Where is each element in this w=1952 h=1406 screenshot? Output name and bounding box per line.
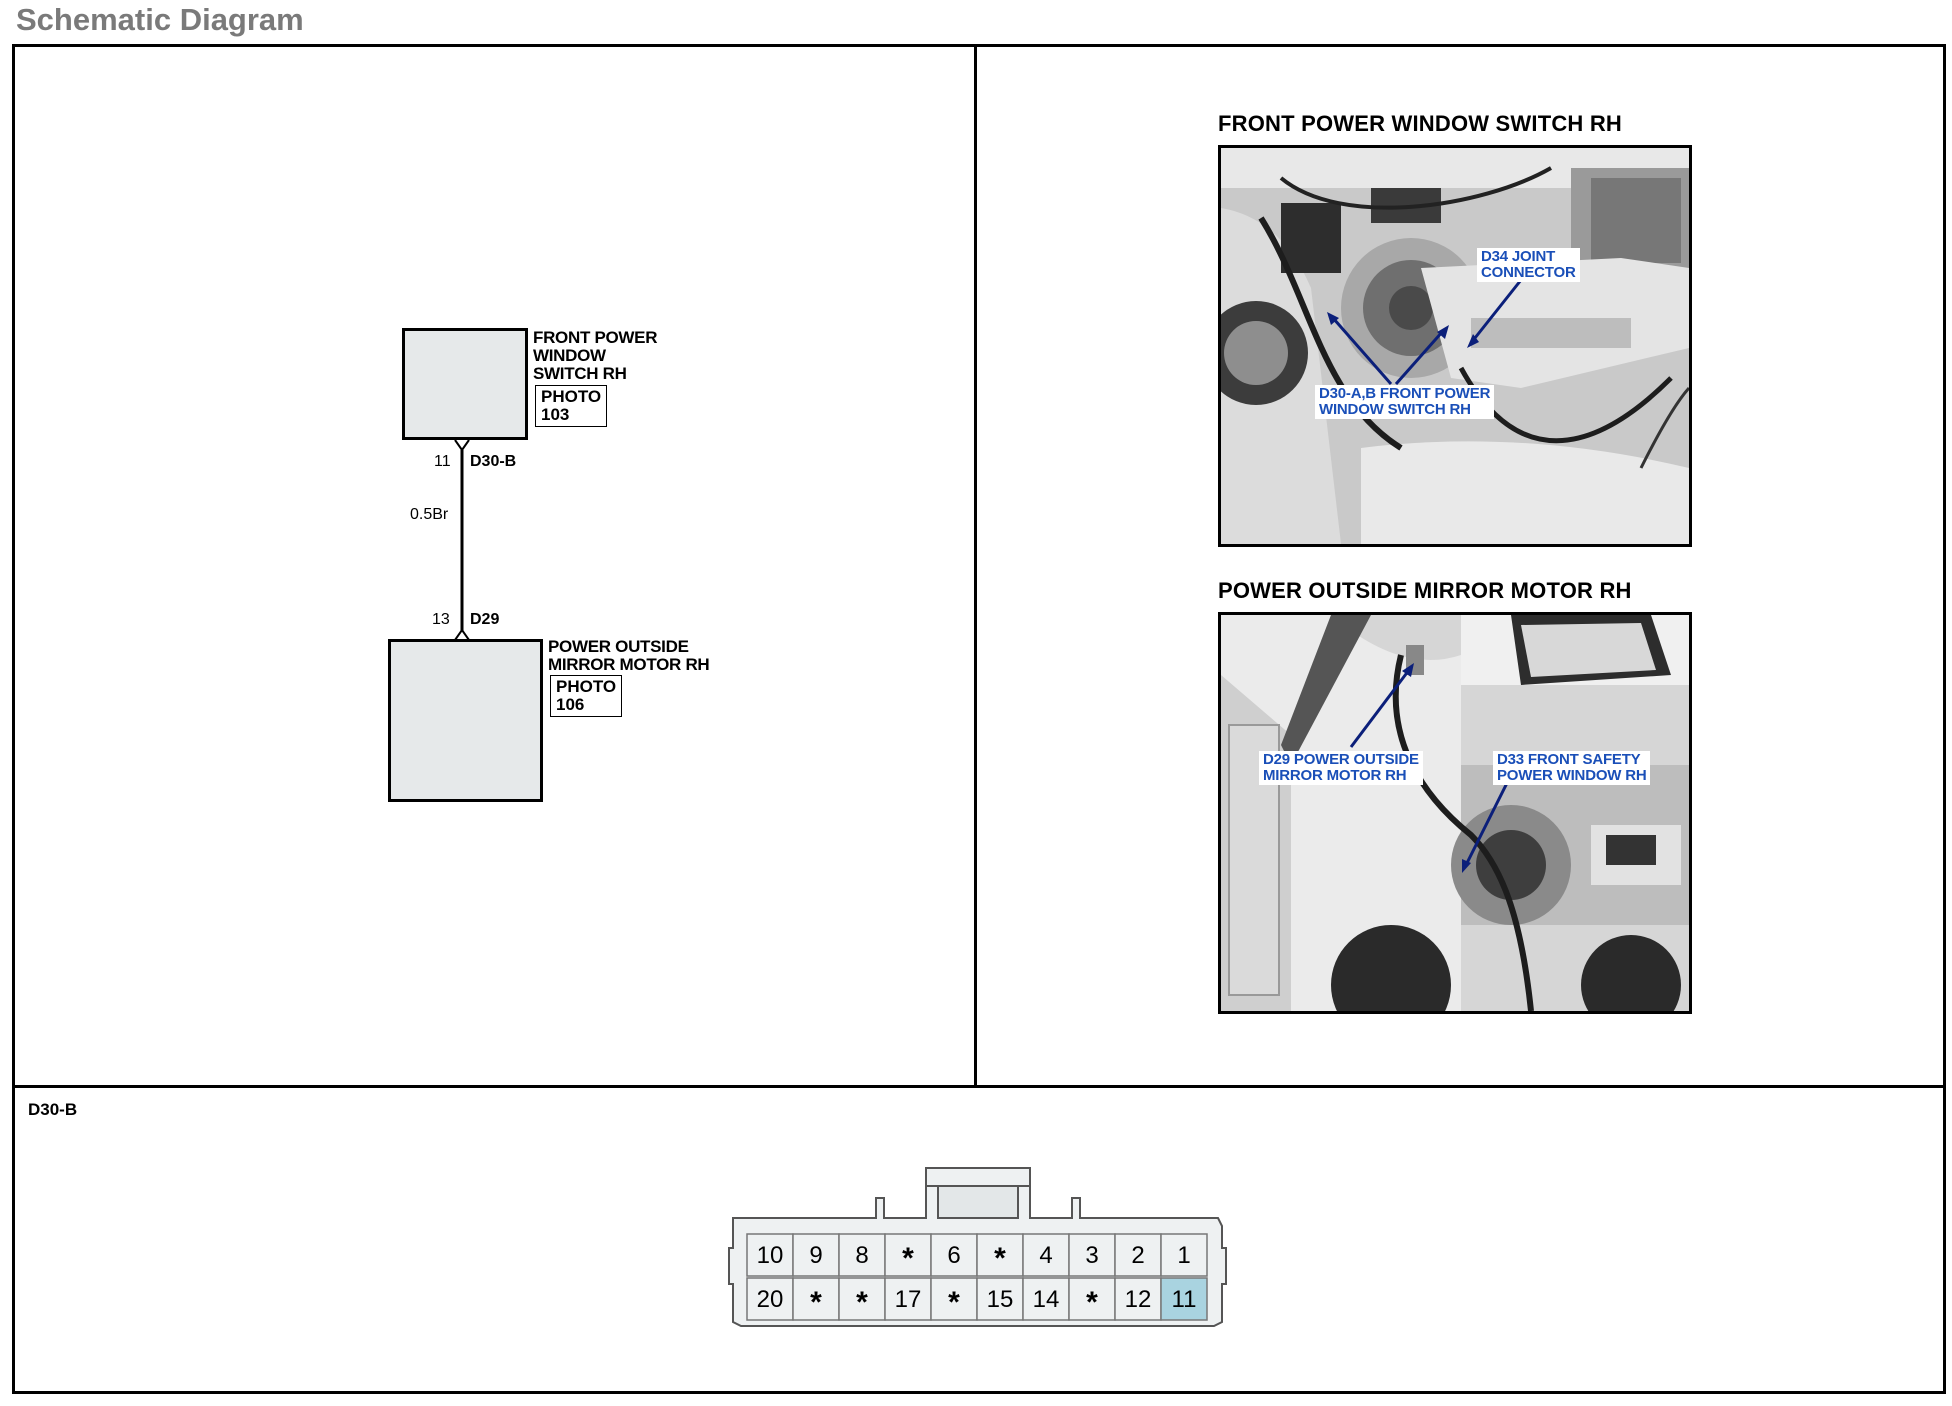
top-pin-number: 11 bbox=[434, 453, 451, 470]
pin-cell[interactable] bbox=[1114, 1233, 1162, 1277]
pin-number-label: 11 bbox=[1172, 1286, 1197, 1313]
front-power-window-switch-label: FRONT POWER WINDOW SWITCH RH bbox=[533, 328, 658, 383]
photo-title-mirror-motor: POWER OUTSIDE MIRROR MOTOR RH bbox=[1218, 578, 1632, 603]
vertical-divider bbox=[974, 44, 977, 1088]
callout-d33-front-safety-power-window: D33 FRONT SAFETY POWER WINDOW RH bbox=[1493, 751, 1651, 785]
pin-cell[interactable] bbox=[930, 1277, 978, 1321]
photo-ref-number: 106 bbox=[556, 695, 585, 714]
photo-title-window-switch: FRONT POWER WINDOW SWITCH RH bbox=[1218, 111, 1622, 136]
photo-ref-word: PHOTO bbox=[541, 387, 602, 406]
callout-line: D29 POWER OUTSIDE bbox=[1263, 751, 1419, 768]
callout-line: POWER WINDOW RH bbox=[1497, 767, 1647, 784]
diagram-frame bbox=[12, 44, 1946, 1394]
pin-number-label: 2 bbox=[1131, 1242, 1144, 1269]
front-power-window-switch-box[interactable] bbox=[402, 328, 528, 440]
horizontal-divider bbox=[12, 1085, 1946, 1088]
callout-line: CONNECTOR bbox=[1481, 264, 1576, 281]
pin-cell[interactable] bbox=[930, 1233, 978, 1277]
pin-number-label: 14 bbox=[1033, 1286, 1060, 1313]
label-line: MIRROR MOTOR RH bbox=[548, 655, 710, 674]
unused-pin-label: * bbox=[902, 1242, 914, 1275]
callout-d34-joint-connector: D34 JOINT CONNECTOR bbox=[1477, 248, 1580, 282]
top-connector-id: D30-B bbox=[470, 453, 517, 470]
door-frame-illustration bbox=[1221, 615, 1689, 1011]
unused-pin-label: * bbox=[948, 1286, 960, 1319]
photo-ref-word: PHOTO bbox=[556, 677, 617, 696]
label-line: FRONT POWER bbox=[533, 328, 658, 347]
photo-103-reference[interactable]: PHOTO 103 bbox=[535, 385, 608, 427]
bottom-connector-id: D29 bbox=[470, 611, 500, 628]
wire-spec: 0.5Br bbox=[410, 506, 449, 523]
pin-cell[interactable] bbox=[1068, 1277, 1116, 1321]
pin-cell[interactable] bbox=[1068, 1233, 1116, 1277]
pin-cell[interactable] bbox=[1022, 1233, 1070, 1277]
power-outside-mirror-motor-label: POWER OUTSIDE MIRROR MOTOR RH bbox=[548, 637, 710, 674]
pin-cell[interactable] bbox=[976, 1233, 1024, 1277]
pin-cell[interactable] bbox=[746, 1277, 794, 1321]
pin-cell[interactable] bbox=[884, 1233, 932, 1277]
pin-cell[interactable] bbox=[792, 1277, 840, 1321]
label-line: WINDOW bbox=[533, 346, 606, 365]
pin-cell[interactable] bbox=[838, 1233, 886, 1277]
pin-number-label: 3 bbox=[1085, 1242, 1098, 1269]
pin-number-label: 8 bbox=[855, 1242, 868, 1269]
unused-pin-label: * bbox=[856, 1286, 868, 1319]
window-switch-photo[interactable]: D34 JOINT CONNECTOR D30-A,B FRONT POWER … bbox=[1218, 145, 1692, 547]
callout-line: D33 FRONT SAFETY bbox=[1497, 751, 1641, 768]
pin-cell[interactable] bbox=[884, 1277, 932, 1321]
pin-number-label: 10 bbox=[757, 1242, 784, 1269]
unused-pin-label: * bbox=[1086, 1286, 1098, 1319]
photo-ref-number: 103 bbox=[541, 405, 570, 424]
label-line: SWITCH RH bbox=[533, 364, 627, 383]
callout-d30-front-power-window-switch: D30-A,B FRONT POWER WINDOW SWITCH RH bbox=[1315, 385, 1495, 419]
connector-latch bbox=[937, 1185, 1019, 1219]
callout-line: WINDOW SWITCH RH bbox=[1319, 401, 1471, 418]
photo-106-reference[interactable]: PHOTO 106 bbox=[550, 675, 623, 717]
callout-line: MIRROR MOTOR RH bbox=[1263, 767, 1407, 784]
door-interior-illustration bbox=[1221, 148, 1689, 544]
pin-grid: 10 9 8 * 6 * 4 3 2 1 20 * * 17 * 15 14 * 12 11 bbox=[746, 1233, 1208, 1321]
pin-number-label: 9 bbox=[809, 1242, 822, 1269]
callout-line: D30-A,B FRONT POWER bbox=[1319, 385, 1491, 402]
pin-number-label: 6 bbox=[947, 1242, 960, 1269]
callout-line: D34 JOINT bbox=[1481, 248, 1556, 265]
pin-cell[interactable] bbox=[976, 1277, 1024, 1321]
label-line: POWER OUTSIDE bbox=[548, 637, 689, 656]
power-outside-mirror-motor-box[interactable] bbox=[388, 639, 543, 802]
pin-number-label: 20 bbox=[757, 1286, 784, 1313]
pin-number-label: 17 bbox=[895, 1286, 922, 1313]
pin-cell[interactable] bbox=[1160, 1277, 1208, 1321]
pin-cell[interactable] bbox=[792, 1233, 840, 1277]
page-title: Schematic Diagram bbox=[16, 2, 304, 37]
pin-cell[interactable] bbox=[1022, 1277, 1070, 1321]
pin-number-label: 12 bbox=[1125, 1286, 1152, 1313]
pin-cell[interactable] bbox=[1160, 1233, 1208, 1277]
pin-number-label: 15 bbox=[987, 1286, 1014, 1313]
mirror-motor-photo[interactable]: D29 POWER OUTSIDE MIRROR MOTOR RH D33 FR… bbox=[1218, 612, 1692, 1014]
connector-id-label: D30-B bbox=[28, 1100, 78, 1119]
pin-number-label: 4 bbox=[1039, 1242, 1052, 1269]
pin-cell[interactable] bbox=[746, 1233, 794, 1277]
callout-d29-power-outside-mirror-motor: D29 POWER OUTSIDE MIRROR MOTOR RH bbox=[1259, 751, 1423, 785]
unused-pin-label: * bbox=[810, 1286, 822, 1319]
pin-number-label: 1 bbox=[1177, 1242, 1190, 1269]
bottom-pin-number: 13 bbox=[432, 611, 450, 628]
unused-pin-label: * bbox=[994, 1242, 1006, 1275]
